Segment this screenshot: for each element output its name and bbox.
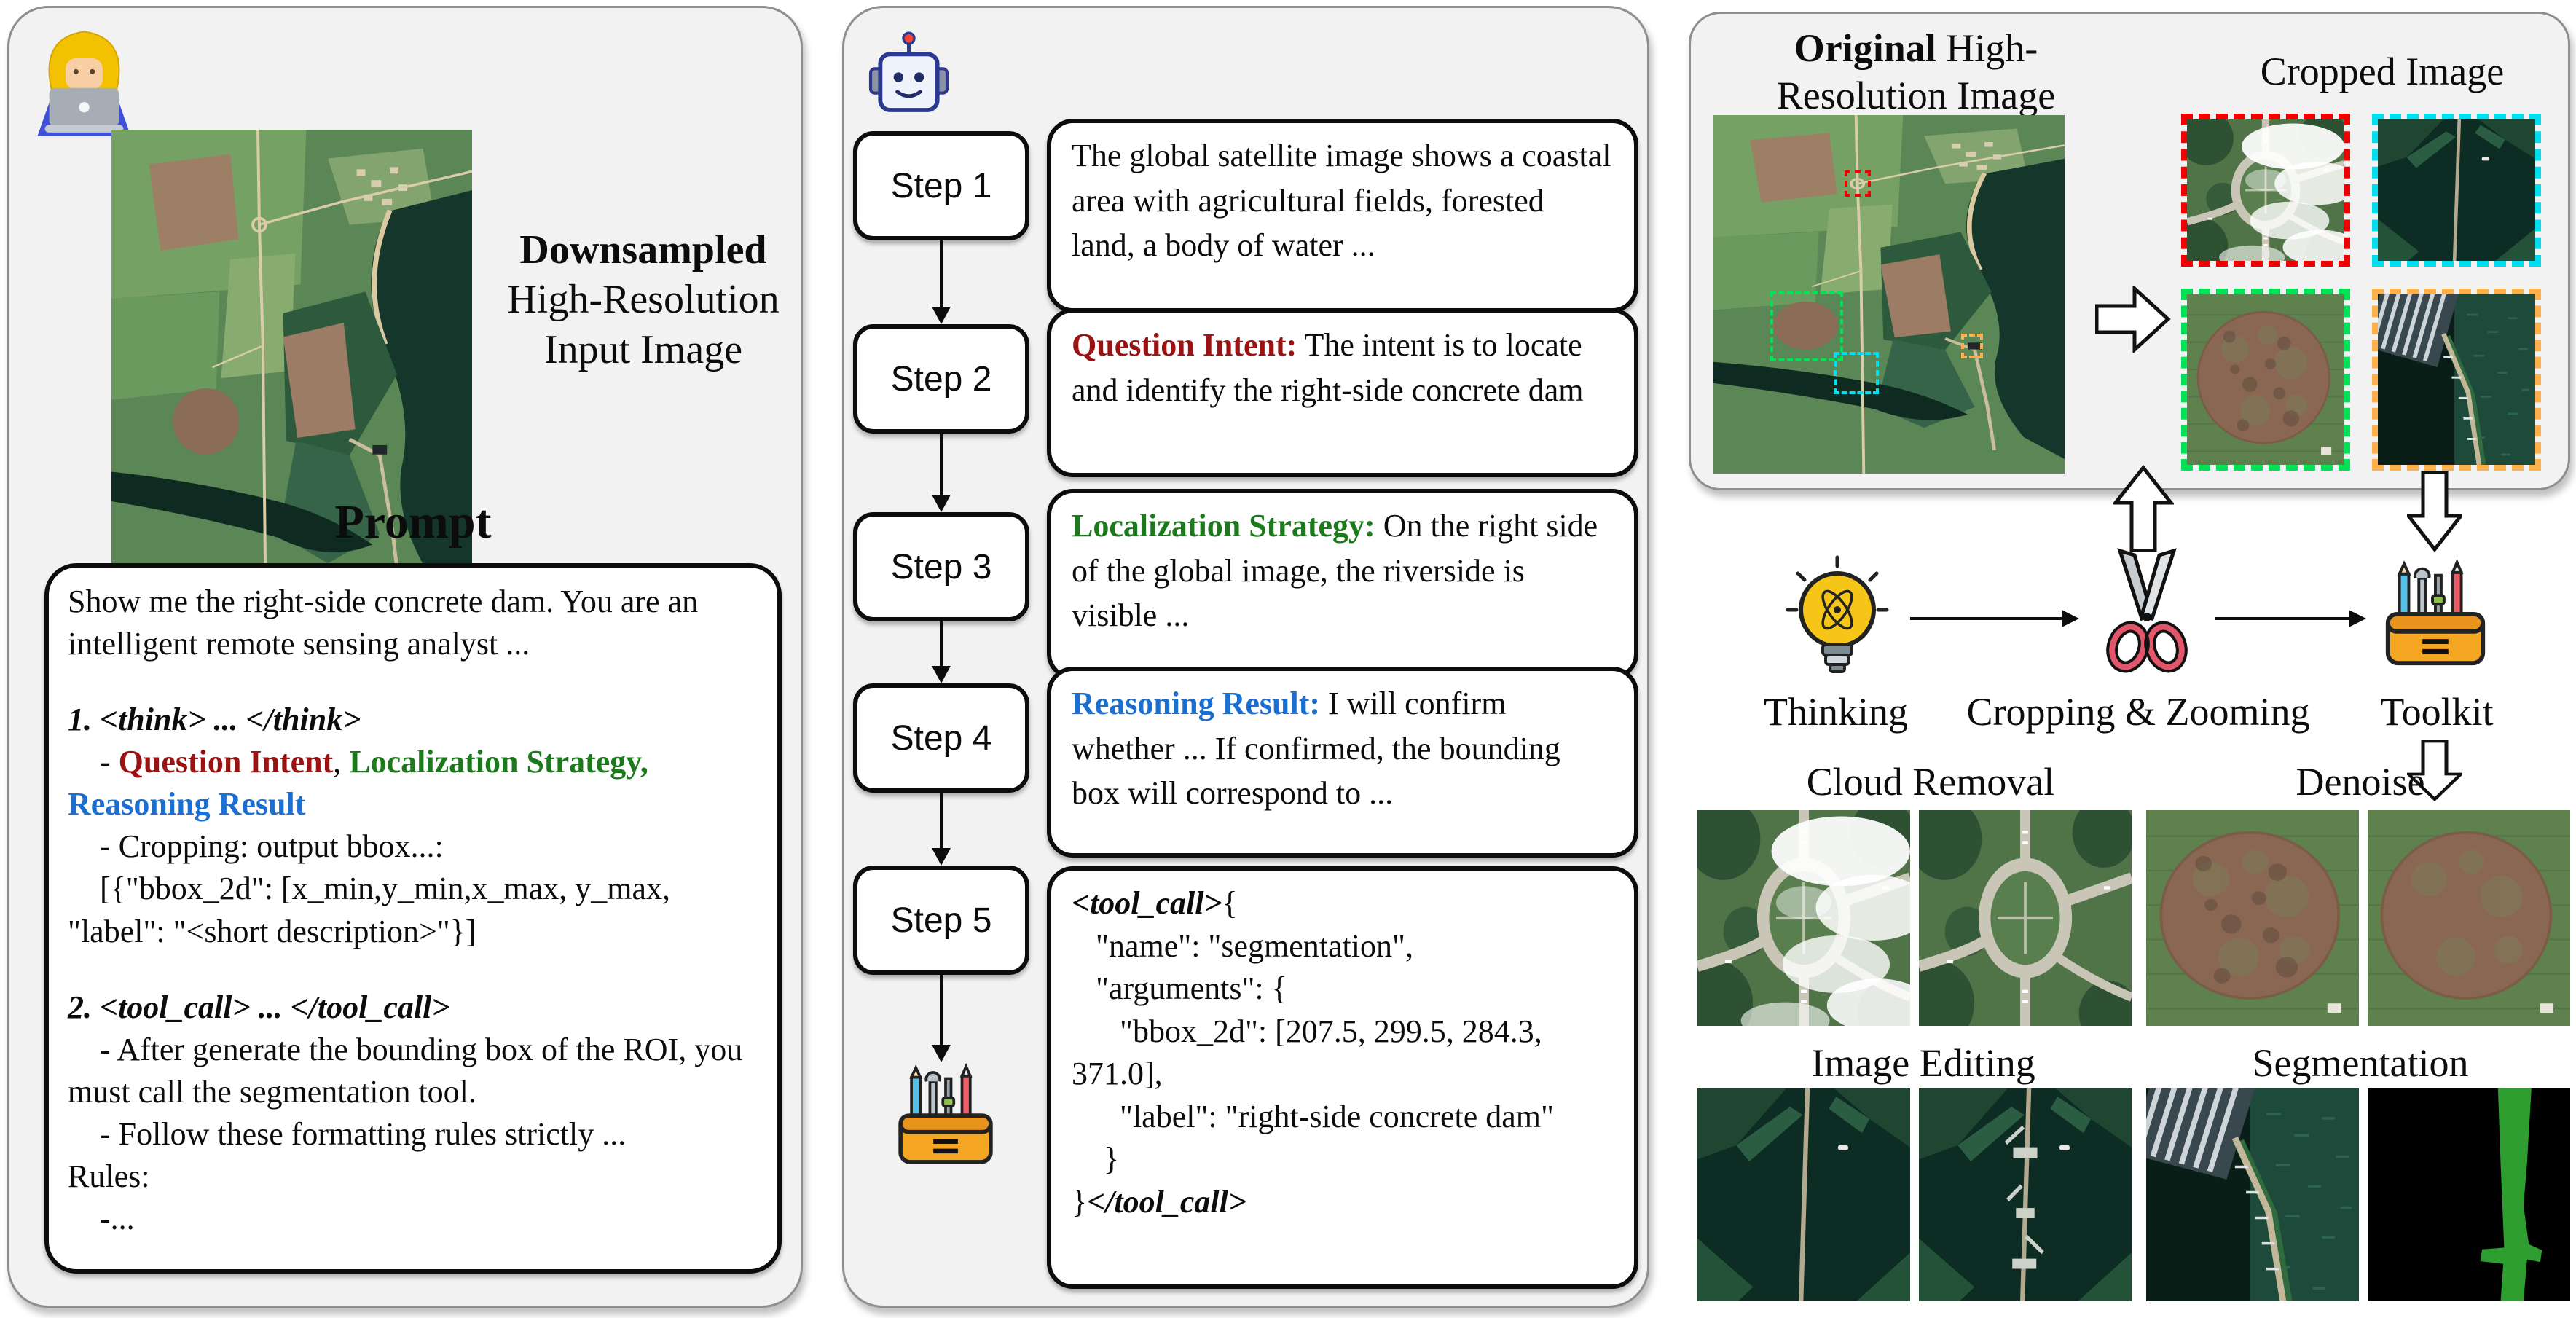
caption-line-3: Input Image: [543, 326, 743, 372]
flow-arrow-4: [932, 793, 951, 866]
step-box-4: Step 4: [853, 683, 1029, 793]
step-box-3: Step 3: [853, 512, 1029, 621]
original-title-bold: Original: [1794, 26, 1936, 70]
downsampled-input-image: [111, 130, 472, 627]
roi-green-dashed-box: [1770, 291, 1843, 361]
prompt-line-think-parts: - Question Intent, Localization Strategy…: [68, 744, 648, 823]
denoise-before-image: [2146, 810, 2359, 1026]
crop-image-red-roundabout: [2181, 114, 2360, 267]
prompt-heading: Prompt: [334, 495, 492, 549]
user-panel: Downsampled High-Resolution Input Image …: [7, 6, 803, 1308]
cloud-removal-label: Cloud Removal: [1806, 760, 2055, 804]
crop-image-cyan-bridge: [2372, 114, 2541, 267]
flow-arrow-3: [932, 621, 951, 683]
toolkit-icon: [2376, 558, 2494, 673]
roi-orange-dashed-box: [1961, 334, 1983, 358]
original-title-line-1: Original High-: [1705, 25, 2127, 72]
roi-red-dashed-box: [1845, 170, 1871, 197]
step-label: Step 1: [890, 166, 992, 205]
caption-line-2: High-Resolution: [507, 277, 780, 323]
scissors-icon: [2092, 545, 2202, 680]
block-arrow-down-toolkit-icon: [2407, 740, 2462, 801]
image-editing-label: Image Editing: [1811, 1041, 2035, 1085]
flow-arrow-2: [932, 434, 951, 512]
step-box-1: Step 1: [853, 131, 1029, 240]
crop-image-orange-dam: [2372, 289, 2541, 471]
flow-arrow-1: [932, 240, 951, 324]
step-output-box-3: Localization Strategy: On the right side…: [1047, 489, 1638, 680]
original-image-title: Original High- Resolution Image: [1705, 25, 2127, 119]
caption-line-1: Downsampled: [519, 227, 767, 272]
prompt-line: Show me the right-side concrete dam. You…: [68, 584, 707, 662]
roi-cyan-dashed-box: [1834, 352, 1879, 394]
cloud-removal-before-image: [1697, 810, 1910, 1026]
block-arrow-up-icon: [2113, 465, 2174, 552]
prompt-line-ellipsis: -...: [68, 1201, 135, 1237]
image-caption: Downsampled High-Resolution Input Image: [483, 225, 804, 374]
step-label: Step 3: [890, 547, 992, 587]
crop-image-green-field: [2181, 289, 2350, 471]
thinking-label: Thinking: [1764, 690, 1908, 734]
step-box-5: Step 5: [853, 866, 1029, 975]
flow-arrow-cropping-to-toolkit: [2215, 609, 2366, 628]
step-label: Step 4: [890, 718, 992, 758]
segmentation-input-image: [2146, 1088, 2359, 1301]
image-editing-before-image: [1697, 1088, 1910, 1301]
denoise-label: Denoise: [2296, 760, 2425, 804]
agent-panel: Step 1 The global satellite image shows …: [842, 6, 1649, 1308]
step-box-2: Step 2: [853, 324, 1029, 434]
prompt-line-toolcall-tag: 2. <tool_call> ... </tool_call>: [68, 989, 450, 1025]
prompt-line-rules: Rules:: [68, 1158, 150, 1194]
cropped-image-title: Cropped Image: [2260, 50, 2505, 93]
thinking-bulb-icon: [1779, 552, 1896, 678]
flow-arrow-thinking-to-cropping: [1910, 609, 2079, 628]
toolkit-label: Toolkit: [2380, 690, 2494, 734]
block-arrow-down-icon: [2407, 471, 2462, 552]
original-satellite-image: [1713, 115, 2065, 474]
original-title-rest: High-: [1936, 26, 2038, 70]
cropping-zooming-label: Cropping & Zooming: [1966, 690, 2310, 734]
woman-technologist-icon: [28, 15, 141, 138]
prompt-line-bbox-format: [{"bbox_2d": [x_min,y_min,x_max, y_max, …: [68, 871, 678, 949]
prompt-box: Show me the right-side concrete dam. You…: [44, 563, 782, 1274]
robot-icon: [863, 30, 954, 121]
prompt-line-follow-rules: - Follow these formatting rules strictly…: [68, 1115, 627, 1152]
toolkit-icon: [887, 1062, 1004, 1172]
original-title-line-2: Resolution Image: [1776, 73, 2056, 117]
prompt-line-think-tag: 1. <think> ... </think>: [68, 702, 361, 738]
step-label: Step 5: [890, 901, 992, 940]
flow-arrow-5: [932, 975, 951, 1062]
step-output-box-5: <tool_call>{ "name": "segmentation", "ar…: [1047, 866, 1638, 1289]
block-arrow-right-icon: [2095, 286, 2171, 353]
step-output-box-1: The global satellite image shows a coast…: [1047, 119, 1638, 313]
step-output-box-2: Question Intent: The intent is to locate…: [1047, 308, 1638, 477]
denoise-after-image: [2368, 810, 2570, 1026]
step-output-box-4: Reasoning Result: I will confirm whether…: [1047, 667, 1638, 858]
segmentation-label: Segmentation: [2252, 1041, 2469, 1085]
prompt-line-cropping: - Cropping: output bbox...:: [68, 828, 444, 865]
step-label: Step 2: [890, 359, 992, 399]
prompt-line-after-generate: - After generate the bounding box of the…: [68, 1031, 751, 1110]
image-editing-after-image: [1919, 1088, 2132, 1301]
segmentation-mask-image: [2368, 1088, 2570, 1301]
cloud-removal-after-image: [1919, 810, 2132, 1026]
